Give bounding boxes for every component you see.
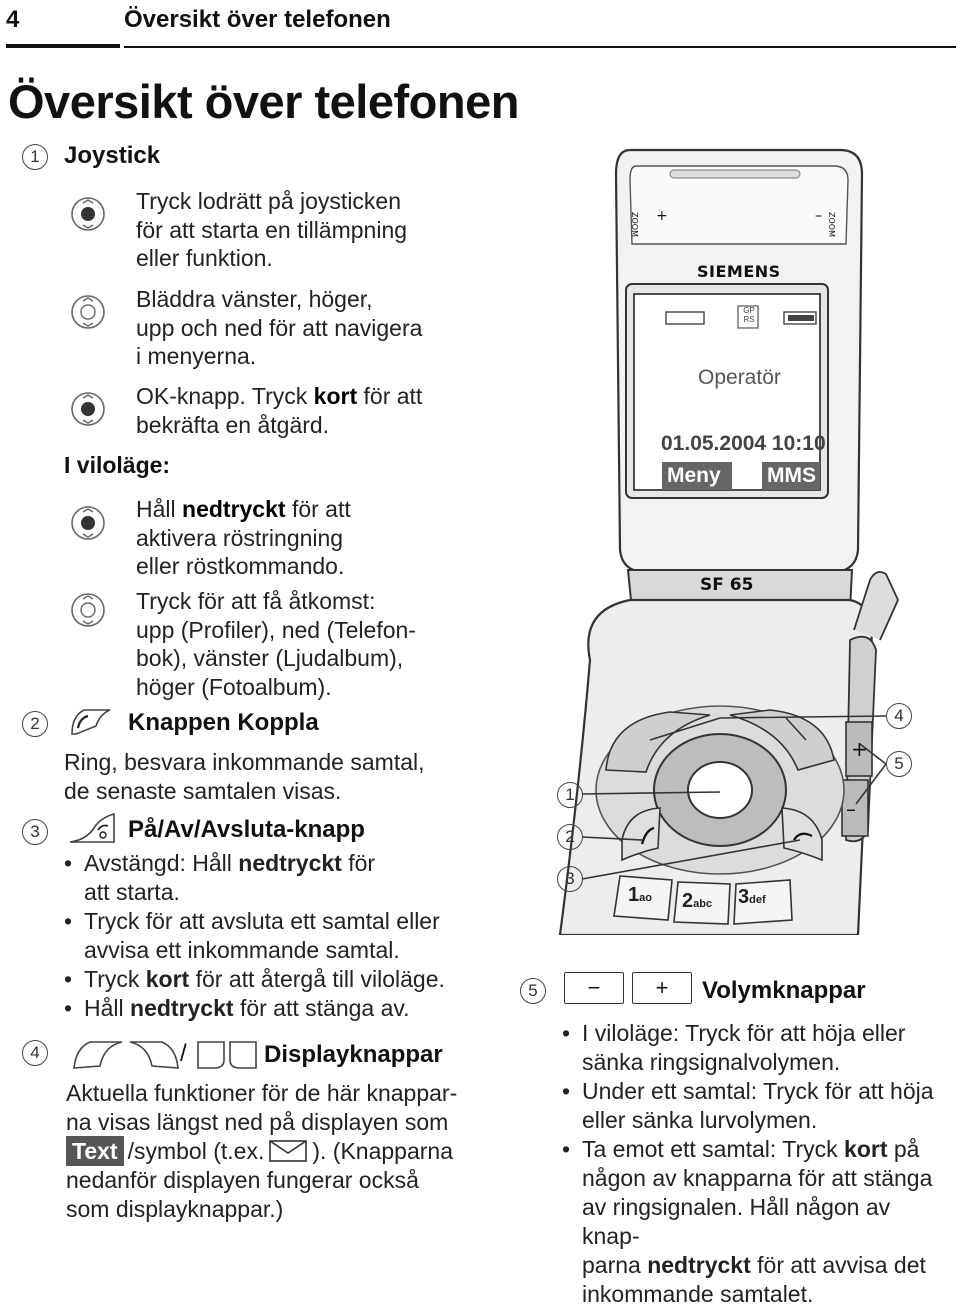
envelope-icon xyxy=(269,1140,308,1162)
operator-label: Operatör xyxy=(698,366,781,389)
section-number-2: 2 xyxy=(22,711,48,737)
section-number-4: 4 xyxy=(22,1040,48,1066)
access-text: Tryck för att få åtkomst: upp (Profiler)… xyxy=(136,588,416,700)
section-number-1: 1 xyxy=(22,144,48,170)
page-title: Översikt över telefonen xyxy=(8,75,519,128)
zoom-minus: – xyxy=(815,208,822,224)
joystick-item-2: Bläddra vänster, höger, upp och ned för … xyxy=(136,286,423,369)
ok-key-text: OK-knapp. Tryck kort för att bekräfta en… xyxy=(136,383,423,438)
call-key-text: Ring, besvara inkommande samtal, de sena… xyxy=(64,749,425,804)
section-number-3: 3 xyxy=(22,819,48,845)
datetime-label: 01.05.2004 10:10 xyxy=(661,432,826,455)
joystick-hold-icon xyxy=(71,506,105,540)
softkey-right-icon xyxy=(129,1041,179,1069)
separator: / xyxy=(180,1040,187,1067)
key-3: 3def xyxy=(738,886,766,908)
volume-heading: Volymknappar xyxy=(702,977,866,1004)
display-key-left-icon xyxy=(197,1041,225,1069)
phone-illustration xyxy=(558,148,899,935)
ok-key-icon xyxy=(71,392,105,426)
softkey-right-label: MMS xyxy=(767,464,816,487)
callout-3: 3 xyxy=(557,866,583,892)
list-item: Tryck för att avsluta ett samtal ellerav… xyxy=(64,907,445,965)
softkey-left-label: Meny xyxy=(667,464,721,487)
call-key-icon xyxy=(71,709,111,735)
page-number: 4 xyxy=(6,6,20,33)
zoom-label-right: ZOOM xyxy=(827,212,836,237)
joystick-heading: Joystick xyxy=(64,142,161,169)
side-plus-label: + xyxy=(851,737,868,761)
joystick-press-icon xyxy=(71,197,105,231)
callout-4: 4 xyxy=(886,703,912,729)
volume-plus-key: + xyxy=(632,972,692,1004)
header-rule-thick xyxy=(6,44,120,48)
display-key-right-icon xyxy=(229,1041,257,1069)
running-title: Översikt över telefonen xyxy=(124,6,391,33)
joystick-navigate-icon xyxy=(71,295,105,329)
callout-5: 5 xyxy=(886,751,912,777)
power-key-icon xyxy=(69,812,115,843)
header-rule xyxy=(124,46,956,48)
section-number-5: 5 xyxy=(520,978,546,1004)
phone-model: SF 65 xyxy=(700,575,754,595)
zoom-plus: + xyxy=(656,208,668,224)
volume-minus-key: − xyxy=(564,972,624,1004)
call-key-heading: Knappen Koppla xyxy=(128,709,319,736)
list-item: Håll nedtryckt för att stänga av. xyxy=(64,994,445,1023)
zoom-label-left: ZOOM xyxy=(630,212,639,237)
key-2: 2abc xyxy=(682,890,713,912)
list-item: Under ett samtal: Tryck för att höjaelle… xyxy=(562,1077,954,1135)
idle-label: I viloläge: xyxy=(64,452,171,478)
callout-2: 2 xyxy=(557,824,583,850)
text-badge: Text xyxy=(66,1136,124,1166)
list-item: I viloläge: Tryck för att höja ellersänk… xyxy=(562,1019,954,1077)
joystick-access-icon xyxy=(71,593,105,627)
display-keys-heading: Displayknappar xyxy=(264,1041,443,1068)
volume-list: I viloläge: Tryck för att höja ellersänk… xyxy=(562,1019,954,1309)
hold-text: Håll nedtryckt för att aktivera röstring… xyxy=(136,496,351,579)
softkey-left-icon xyxy=(73,1041,123,1069)
callout-1: 1 xyxy=(557,782,583,808)
phone-brand: SIEMENS xyxy=(697,262,781,281)
joystick-item-1: Tryck lodrätt på joysticken för att star… xyxy=(136,188,408,271)
key-1: 1ao xyxy=(628,884,652,906)
display-keys-text: Aktuella funktioner för de här knappar- … xyxy=(66,1080,458,1222)
list-item: Tryck kort för att återgå till viloläge. xyxy=(64,965,445,994)
power-key-heading: På/Av/Avsluta-knapp xyxy=(128,816,365,843)
side-minus-label: – xyxy=(846,797,856,821)
